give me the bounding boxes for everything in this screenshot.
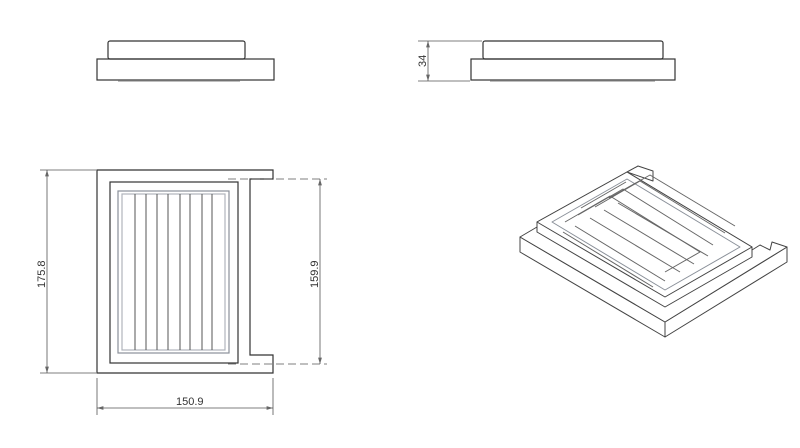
width-label: 150.9 <box>176 396 204 408</box>
slats <box>134 194 213 350</box>
front-view <box>96 40 275 82</box>
plan-dimensions <box>40 169 327 415</box>
depth-dimension <box>418 40 482 82</box>
depth-dimension-label: 34 <box>417 55 429 67</box>
height-total-label: 175.8 <box>36 260 48 288</box>
side-view <box>470 40 676 82</box>
plan-view <box>96 169 274 374</box>
height-mount-label: 159.9 <box>309 260 321 288</box>
isometric-view <box>519 165 788 338</box>
